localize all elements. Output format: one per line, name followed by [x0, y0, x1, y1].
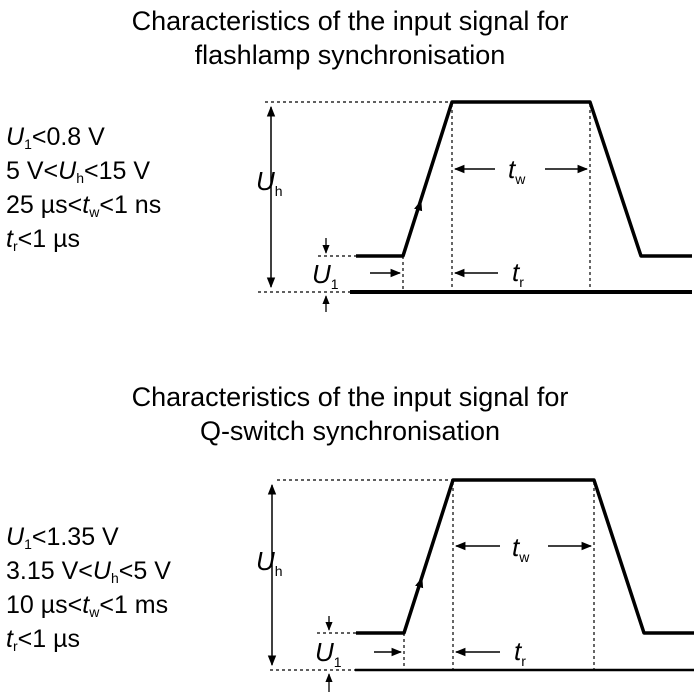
panel1-tr-label: tr	[512, 257, 524, 290]
panel2-tw-label: tw	[512, 532, 530, 565]
panel1-signal-pulse	[356, 100, 692, 258]
panel2-rise-arrow	[412, 577, 424, 607]
panel1-conditions: U1<0.8 V 5 V<Uh<15 V 25 µs<tw<1 ns tr<1 …	[6, 120, 161, 256]
panel2-cond-u1: U1<1.35 V	[6, 523, 119, 552]
panel2-u1-label: U1	[315, 637, 342, 670]
panel2-title-line1: Characteristics of the input signal for	[131, 382, 569, 412]
panel1-rise-arrow	[411, 200, 423, 230]
panel1-cond-tw: 25 µs<tw<1 ns	[6, 191, 162, 220]
panel1-cond-uh: 5 V<Uh<15 V	[6, 157, 151, 186]
panel1-cond-u1: U1<0.8 V	[6, 123, 105, 152]
panel2-dashed-guides	[270, 479, 595, 671]
panel1-title-line2: flashlamp synchronisation	[194, 40, 506, 70]
panel2-tr-label: tr	[514, 636, 526, 669]
panel2-uh-label: Uh	[256, 546, 283, 579]
panel2-cond-tr: tr<1 µs	[6, 625, 80, 654]
panel1-cond-tr: tr<1 µs	[6, 225, 80, 254]
panel2-title-line2: Q-switch synchronisation	[199, 416, 501, 446]
panel1-u1-label: U1	[312, 259, 339, 292]
panel2-signal-pulse	[356, 478, 694, 635]
panel1-uh-label: Uh	[256, 166, 283, 199]
panel1-diagram: Uh U1 tw tr	[256, 100, 692, 312]
panel2-diagram: Uh U1 tw tr	[256, 478, 694, 692]
panel2-conditions: U1<1.35 V 3.15 V<Uh<5 V 10 µs<tw<1 ms tr…	[6, 520, 171, 656]
panel2-cond-tw: 10 µs<tw<1 ms	[6, 591, 169, 620]
panel2-cond-uh: 3.15 V<Uh<5 V	[6, 557, 171, 586]
panel1-title-line1: Characteristics of the input signal for	[131, 6, 569, 36]
panel1-dashed-guides	[258, 101, 591, 293]
panel1-tw-label: tw	[508, 154, 526, 187]
